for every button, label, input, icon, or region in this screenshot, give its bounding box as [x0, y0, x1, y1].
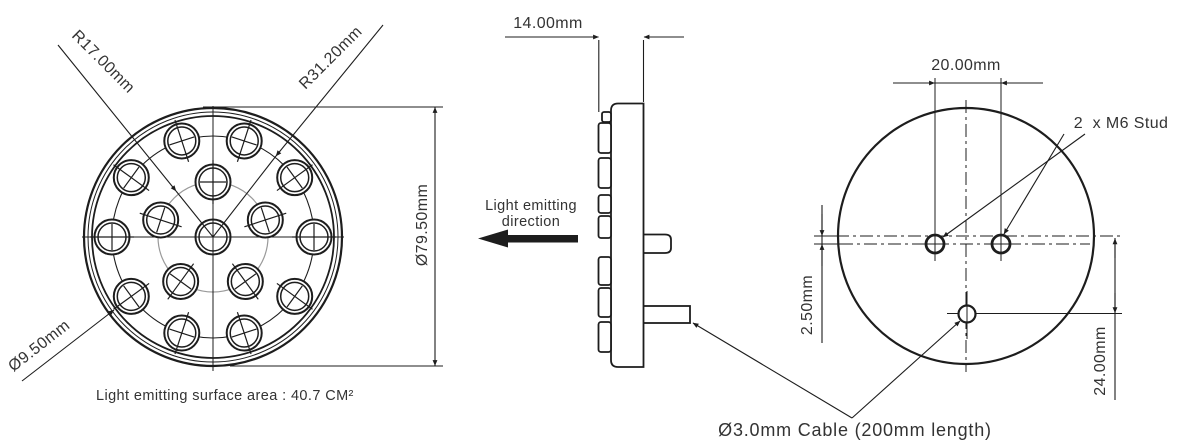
- stud-left: [921, 228, 949, 261]
- led-emitter: [139, 201, 182, 239]
- led-inner-circle: [165, 266, 196, 297]
- side-view: 14.00mm Light emitting direction: [478, 15, 691, 368]
- side-back-plate: [610, 102, 645, 368]
- led-inner-circle: [250, 205, 281, 235]
- label-stud-note: 2 x M6 Stud: [1074, 115, 1169, 132]
- led-emitter: [225, 119, 263, 163]
- label-cable-offset: 24.00mm: [1092, 326, 1109, 396]
- led-inner-circle: [279, 162, 310, 193]
- led-tangential-tick: [123, 285, 140, 308]
- led-emitter: [163, 311, 201, 355]
- leader-stud-left: [942, 133, 1086, 238]
- led-inner-circle: [229, 126, 259, 156]
- led-inner-circle: [229, 318, 259, 348]
- bezel-fin: [597, 287, 612, 318]
- label-thickness: 14.00mm: [513, 15, 583, 32]
- stud-right: [987, 228, 1015, 261]
- back-view: 20.00mm 2 x M6 Stud 2.50mm: [692, 57, 1169, 440]
- leader-r17-tail: [175, 190, 214, 238]
- led-tangential-tick: [234, 273, 257, 290]
- label-outer-diameter: Ø79.50mm: [414, 184, 431, 266]
- leader-r31: [275, 24, 384, 157]
- leader-r17: [57, 44, 177, 192]
- led-tangential-tick: [231, 136, 257, 146]
- led-inner-circle: [145, 205, 176, 235]
- bezel-fin: [597, 194, 612, 214]
- leader-stud-right: [1003, 133, 1065, 235]
- led-tangential-tick: [169, 136, 195, 146]
- side-stud: [639, 233, 672, 254]
- led-emitter: [112, 277, 150, 315]
- bezel-fin: [601, 111, 612, 123]
- label-stud-spacing: 20.00mm: [931, 57, 1001, 74]
- led-inner-circle: [167, 126, 197, 156]
- label-direction-line2: direction: [502, 214, 560, 230]
- leader-led-diameter: [21, 309, 115, 382]
- bezel-fin: [597, 157, 612, 189]
- front-view: R17.00mm R31.20mm Ø9.50mm Ø79.50mm Light…: [5, 23, 443, 404]
- label-direction-line1: Light emitting: [485, 198, 577, 214]
- leader-r31-tail: [212, 155, 277, 238]
- label-cable-note: Ø3.0mm Cable (200mm length): [718, 420, 992, 440]
- led-inner-circle: [279, 281, 310, 312]
- led-inner-circle: [230, 266, 261, 297]
- surface-area-note: Light emitting surface area : 40.7 CM²: [96, 388, 354, 404]
- led-tangential-tick: [286, 166, 303, 189]
- led-tangential-tick: [169, 273, 192, 290]
- label-stud-offset: 2.50mm: [799, 275, 816, 335]
- leader-cable-side: [692, 322, 853, 419]
- led-tangential-tick: [286, 285, 303, 308]
- led-tangential-tick: [169, 328, 195, 338]
- leader-cable-hole: [851, 320, 961, 419]
- bezel-fin: [597, 256, 612, 286]
- led-emitter: [112, 159, 150, 197]
- led-tangential-tick: [260, 207, 270, 233]
- label-inner-ring-radius: R17.00mm: [68, 27, 138, 97]
- led-inner-circle: [116, 281, 147, 312]
- led-inner-circle: [116, 162, 147, 193]
- side-cable: [639, 305, 691, 324]
- bezel-fin: [597, 215, 612, 239]
- led-emitter: [225, 311, 263, 355]
- direction-arrow: [478, 229, 578, 248]
- led-emitter: [276, 277, 314, 315]
- led-tangential-tick: [231, 328, 257, 338]
- led-tangential-tick: [156, 207, 166, 233]
- led-emitter: [244, 201, 287, 239]
- led-tangential-tick: [123, 166, 140, 189]
- label-led-diameter: Ø9.50mm: [5, 317, 73, 375]
- bezel-fin: [597, 321, 612, 353]
- led-emitter: [163, 119, 201, 163]
- led-emitter: [226, 262, 264, 300]
- led-emitter: [162, 262, 200, 300]
- led-emitter: [276, 159, 314, 197]
- led-inner-circle: [167, 318, 197, 348]
- bezel-fin: [597, 122, 612, 154]
